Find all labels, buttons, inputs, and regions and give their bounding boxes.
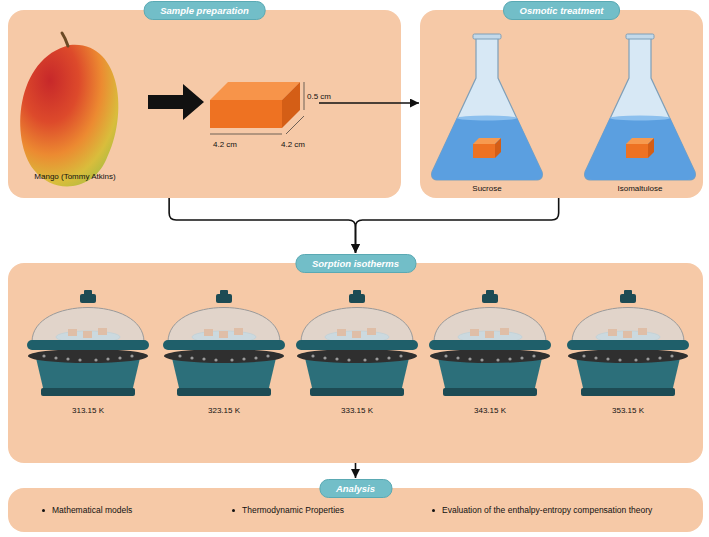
bullet-text: Evaluation of the enthalpy-entropy compe…	[442, 505, 652, 515]
flow-connector	[319, 102, 419, 104]
figure-label: Isomaltulose	[600, 184, 680, 194]
mango-fruit	[20, 45, 118, 187]
dimension-line	[286, 116, 304, 134]
figure-label: 4.2 cm	[200, 140, 250, 150]
panel-box: Sample preparation	[8, 10, 401, 198]
desiccator	[296, 290, 418, 396]
bullet-dot	[42, 509, 45, 512]
dimension-line	[210, 134, 282, 135]
bullet-item: Thermodynamic Properties	[232, 505, 344, 516]
desiccator	[567, 290, 689, 396]
panel-box: AnalysisMathematical modelsThermodynamic…	[8, 488, 703, 532]
cube-top	[210, 82, 300, 100]
bullet-item: Evaluation of the enthalpy-entropy compe…	[432, 505, 652, 516]
figure-label: 4.2 cm	[268, 140, 318, 150]
desiccator	[429, 290, 551, 396]
flow-connector	[356, 198, 559, 253]
panel-title: Osmotic treatment	[503, 1, 621, 20]
dimension-line	[304, 82, 305, 110]
figure-label: 313.15 K	[48, 406, 128, 416]
desiccator	[27, 290, 149, 396]
cube-front	[210, 100, 282, 128]
figure-label: 0.5 cm	[307, 92, 347, 102]
panel-title: Analysis	[319, 479, 392, 498]
figure-label: 333.15 K	[317, 406, 397, 416]
figure-label: Sucrose	[447, 184, 527, 194]
bullet-dot	[432, 509, 435, 512]
panel-title: Sorption isotherms	[295, 254, 416, 273]
flow-connector	[355, 463, 357, 478]
process-arrow	[148, 84, 204, 120]
bullet-item: Mathematical models	[42, 505, 132, 516]
figure-label: 323.15 K	[184, 406, 264, 416]
bullet-text: Thermodynamic Properties	[242, 505, 344, 515]
sucrose-flask	[432, 34, 543, 180]
figure-label: 353.15 K	[588, 406, 668, 416]
figure-label: 343.15 K	[450, 406, 530, 416]
panel-box: Osmotic treatment	[420, 10, 703, 198]
mango-stem	[62, 33, 68, 46]
cube-side	[282, 82, 300, 128]
panel-title: Sample preparation	[143, 1, 266, 20]
desiccator	[163, 290, 285, 396]
flow-connector	[169, 198, 355, 253]
figure-label: Mango (Tommy Atkins)	[30, 172, 120, 182]
bullet-dot	[232, 509, 235, 512]
bullet-text: Mathematical models	[52, 505, 132, 515]
isomaltulose-flask	[585, 34, 696, 180]
panel-box: Sorption isotherms	[8, 263, 703, 463]
